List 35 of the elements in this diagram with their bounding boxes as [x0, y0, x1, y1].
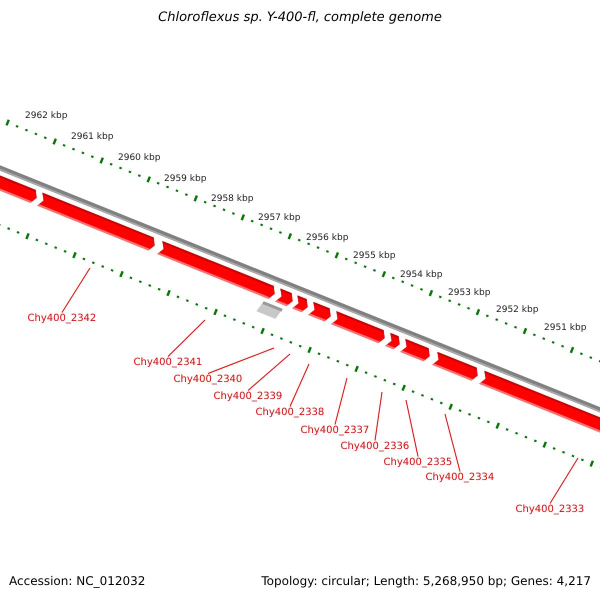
leader-line: [444, 414, 460, 472]
gene-label: Chy400_2337: [300, 424, 370, 436]
scale-label: 2961 kbp: [71, 133, 114, 142]
scale-label: 2951 kbp: [544, 324, 586, 333]
accession-text: Accession: NC_012032: [9, 575, 146, 587]
leader-line: [550, 458, 578, 504]
leader-line: [290, 364, 310, 407]
gene-label: Chy400_2341: [134, 356, 202, 368]
leader-line: [248, 354, 290, 391]
gene-label: Chy400_2338: [256, 406, 324, 418]
leader-line: [374, 392, 382, 441]
scale-label: 2962 kbp: [25, 112, 68, 121]
scale-label: 2954 kbp: [400, 271, 442, 280]
gene-label: Chy400_2334: [426, 472, 494, 482]
scale-label: 2953 kbp: [448, 289, 490, 298]
gene-label: Chy400_2336: [340, 440, 410, 452]
scale-label: 2952 kbp: [496, 306, 538, 315]
gene-label: Chy400_2342: [28, 312, 96, 324]
scale-label: 2957 kbp: [258, 214, 300, 223]
leader-line: [208, 348, 274, 374]
leader-line: [168, 320, 206, 357]
scale-label: 2956 kbp: [306, 234, 348, 243]
genome-info-text: Topology: circular; Length: 5,268,950 bp; Genes: 4,217: [261, 575, 591, 587]
scale-label: 2955 kbp: [353, 252, 396, 261]
gene-label: Chy400_2340: [174, 374, 242, 384]
leader-line: [406, 400, 418, 457]
gene-label: Chy400_2333: [516, 504, 584, 514]
title: Chloroflexus sp. Y-400-fl, complete genome: [157, 11, 443, 24]
scale-label: 2958 kbp: [211, 195, 254, 204]
gene-label: Chy400_2339: [214, 390, 282, 402]
leader-line: [334, 378, 348, 425]
leader-line: [62, 268, 90, 313]
gene-label: Chy400_2335: [384, 456, 452, 468]
scale-label: 2959 kbp: [164, 175, 206, 184]
scale-label: 2960 kbp: [118, 154, 160, 163]
